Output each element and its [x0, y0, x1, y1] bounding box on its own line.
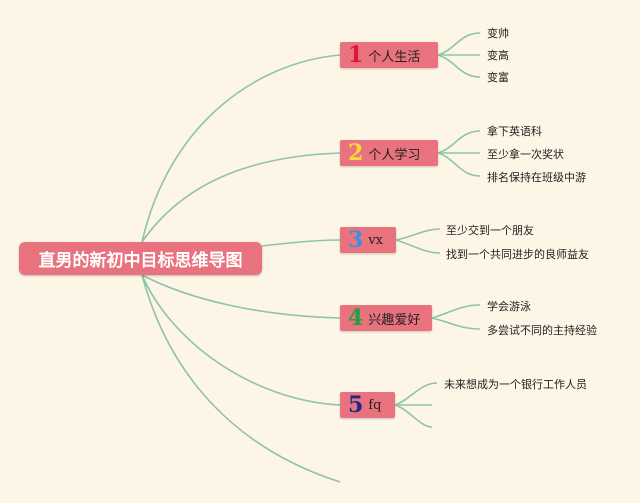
branch-node-4[interactable]: 4 兴趣爱好 — [340, 305, 432, 331]
branch-node-1[interactable]: 1 个人生活 — [340, 42, 438, 68]
branch-4-number: 4 — [348, 305, 364, 331]
connector-b3-leaf-1 — [395, 228, 441, 241]
branch-5-number: 5 — [348, 392, 364, 418]
branch-node-5[interactable]: 5 fq — [340, 392, 395, 418]
leaf-1-3[interactable]: 变富 — [487, 71, 509, 84]
leaf-2-1[interactable]: 拿下英语科 — [487, 125, 542, 138]
leaf-4-1[interactable]: 学会游泳 — [487, 300, 531, 313]
root-title: 直男的新初中目标思维导图 — [38, 251, 243, 271]
leaf-1-2[interactable]: 变高 — [487, 49, 509, 62]
branch-4-label: 兴趣爱好 — [368, 312, 421, 328]
connector-b5-leaf-1 — [394, 382, 438, 406]
connector-b2-leaf-3 — [437, 152, 481, 177]
branch-5-label: fq — [368, 397, 382, 413]
connector-b5-leaf-3 — [394, 404, 433, 428]
branch-2-label: 个人学习 — [368, 147, 421, 163]
connector-root-branch-2 — [141, 152, 341, 243]
root-node[interactable]: 直男的新初中目标思维导图 — [19, 242, 262, 275]
branch-3-number: 3 — [348, 227, 364, 253]
branch-node-2[interactable]: 2 个人学习 — [340, 140, 438, 166]
connector-root-branch-5 — [141, 274, 341, 406]
connector-b3-leaf-2 — [395, 239, 441, 254]
connector-b1-leaf-1 — [437, 32, 481, 56]
connector-root-branch-1 — [141, 54, 341, 243]
leaf-3-2[interactable]: 找到一个共同进步的良师益友 — [446, 248, 589, 261]
branch-1-number: 1 — [348, 42, 364, 68]
connector-root-extra — [141, 274, 341, 483]
branch-1-label: 个人生活 — [368, 49, 421, 65]
leaf-2-2[interactable]: 至少拿一次奖状 — [487, 148, 564, 161]
leaf-1-1[interactable]: 变帅 — [487, 27, 509, 40]
branch-2-number: 2 — [348, 140, 364, 166]
branch-node-3[interactable]: 3 vx — [340, 227, 396, 253]
connector-b4-leaf-1 — [431, 304, 481, 319]
leaf-2-3[interactable]: 排名保持在班级中游 — [487, 171, 586, 184]
connector-b1-leaf-3 — [437, 54, 481, 78]
connector-root-branch-3 — [261, 239, 341, 247]
branch-3-label: vx — [368, 232, 383, 248]
leaf-3-1[interactable]: 至少交到一个朋友 — [446, 224, 534, 237]
leaf-4-2[interactable]: 多尝试不同的主持经验 — [487, 324, 597, 337]
connector-b2-leaf-1 — [437, 130, 481, 154]
leaf-5-1[interactable]: 未来想成为一个银行工作人员 — [444, 378, 587, 391]
connector-b4-leaf-2 — [431, 317, 481, 330]
connector-root-branch-4 — [141, 274, 341, 319]
